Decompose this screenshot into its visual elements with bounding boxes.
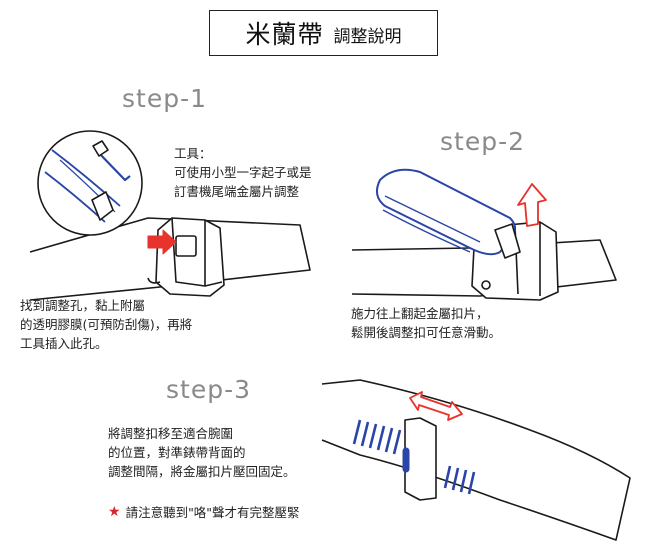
page-subtitle: 調整說明 [333,27,402,47]
note-line: 的位置，對準錶帶背面的 [108,445,246,460]
step-2-illustration [351,168,617,301]
step-1-illustration [29,130,311,301]
title-box: 米蘭帶 調整說明 [209,10,438,56]
step-3-label: step-3 [166,375,252,404]
tool-note-line: 訂書機尾端金屬片調整 [174,184,300,199]
adjust-marks-right [443,465,476,495]
note-line: 施力往上翻起金屬扣片， [351,306,489,321]
note-line: 找到調整孔，黏上附屬 [20,298,146,313]
note-line: 將調整扣移至適合腕圍 [108,426,234,441]
warning-text: 請注意聽到"咯"聲才有完整壓緊 [125,505,300,520]
tool-note-line: 工具： [174,146,212,161]
note-line: 的透明膠膜(可預防刮傷)，再將 [20,317,193,332]
adjust-marks-left [352,419,402,455]
note-line: 調整間隔，將金屬扣片壓回固定。 [108,464,296,479]
step-3-note: 將調整扣移至適合腕圍 的位置，對準錶帶背面的 調整間隔，將金屬扣片壓回固定。 [108,424,296,481]
note-line: 工具插入此孔。 [20,336,108,351]
step-1-note: 找到調整孔，黏上附屬 的透明膠膜(可預防刮傷)，再將 工具插入此孔。 [20,296,192,353]
step-3-illustration [321,379,631,541]
step-2-label: step-2 [440,127,526,156]
step-1-tool-note: 工具： 可使用小型一字起子或是 訂書機尾端金屬片調整 [174,144,312,201]
step-1-label: step-1 [122,84,208,113]
step-2-note: 施力往上翻起金屬扣片， 鬆開後調整扣可任意滑動。 [351,304,501,342]
tool-note-line: 可使用小型一字起子或是 [174,165,312,180]
star-icon: ★ [108,503,121,520]
warning-note: ★ 請注意聽到"咯"聲才有完整壓緊 [108,502,300,521]
note-line: 鬆開後調整扣可任意滑動。 [351,325,502,340]
page-title: 米蘭帶 [245,20,324,49]
